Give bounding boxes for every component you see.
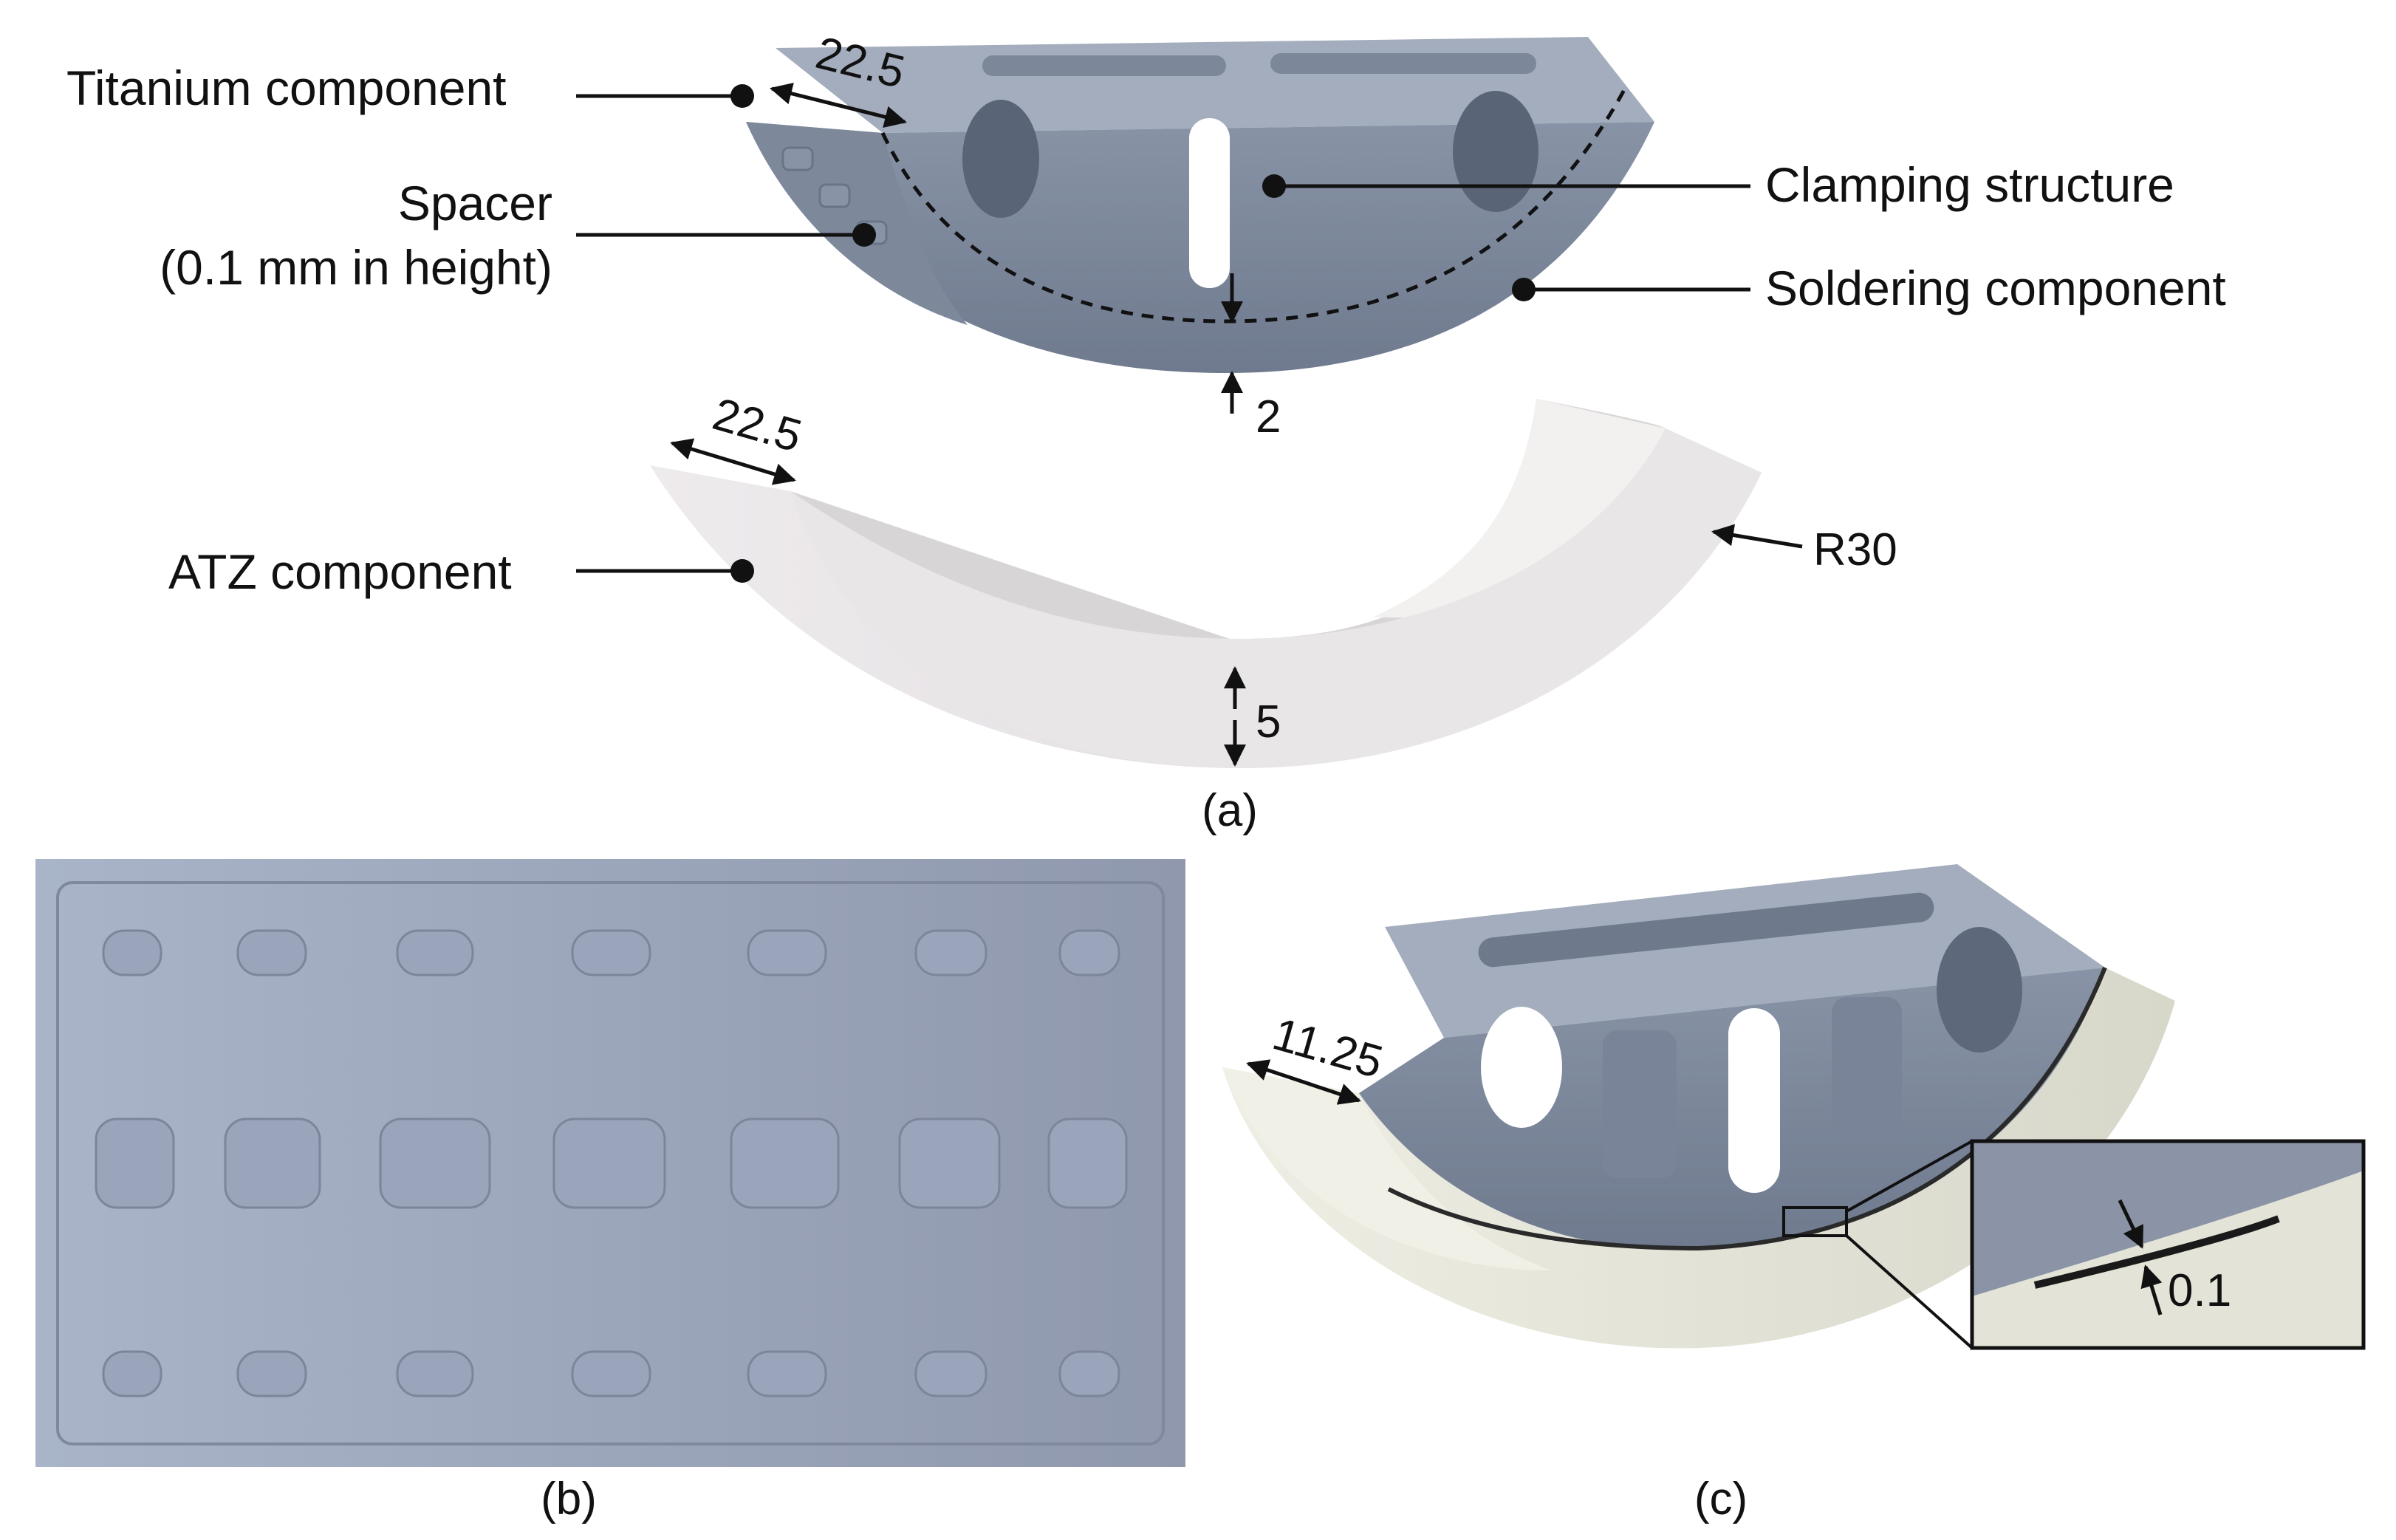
zoom-line-top xyxy=(1846,1140,1973,1213)
dim-titanium-gap: 2 xyxy=(1256,391,1281,442)
dim-solder-gap-bottom-arrow xyxy=(2140,1264,2163,1315)
soldered-assembly-drawing xyxy=(1222,864,2175,1349)
label-spacer: Spacer xyxy=(398,176,552,230)
label-soldering-component: Soldering component xyxy=(1765,261,2226,315)
dim-titanium-width-arrow xyxy=(770,82,907,129)
dim-atz-radius: R30 xyxy=(1813,524,1897,575)
dim-atz-radius-arrow xyxy=(1711,524,1803,549)
leader-titanium-dot xyxy=(730,84,754,108)
label-titanium-component: Titanium component xyxy=(66,61,507,115)
dim-solder-gap: 0.1 xyxy=(2168,1265,2231,1316)
dim-solder-gap-top-arrow xyxy=(2118,1199,2144,1249)
spacer-plate-drawing xyxy=(35,859,1185,1467)
caption-a: (a) xyxy=(1202,785,1258,836)
dim-atz-thickness: 5 xyxy=(1256,697,1281,747)
dim-atz-width: 22.5 xyxy=(708,389,807,462)
dim-half-width-arrow xyxy=(1246,1059,1361,1105)
label-clamping-structure: Clamping structure xyxy=(1765,157,2174,212)
label-spacer-height: (0.1 mm in height) xyxy=(160,240,552,295)
central-slot xyxy=(1189,118,1230,288)
zoom-line-bottom xyxy=(1845,1234,1974,1349)
leader-atz-dot xyxy=(730,559,754,583)
leader-spacer-dot xyxy=(852,223,876,247)
label-atz-component: ATZ component xyxy=(168,544,512,599)
caption-b: (b) xyxy=(541,1474,597,1524)
leader-clamping-dot xyxy=(1262,174,1286,198)
caption-c: (c) xyxy=(1694,1474,1748,1524)
detail-marker-box xyxy=(1782,1206,1848,1237)
leader-soldering-dot xyxy=(1512,278,1536,301)
dim-atz-width-arrow xyxy=(670,438,796,485)
zoom-inset xyxy=(1970,1139,2366,1350)
atz-component-drawing xyxy=(650,399,1762,768)
